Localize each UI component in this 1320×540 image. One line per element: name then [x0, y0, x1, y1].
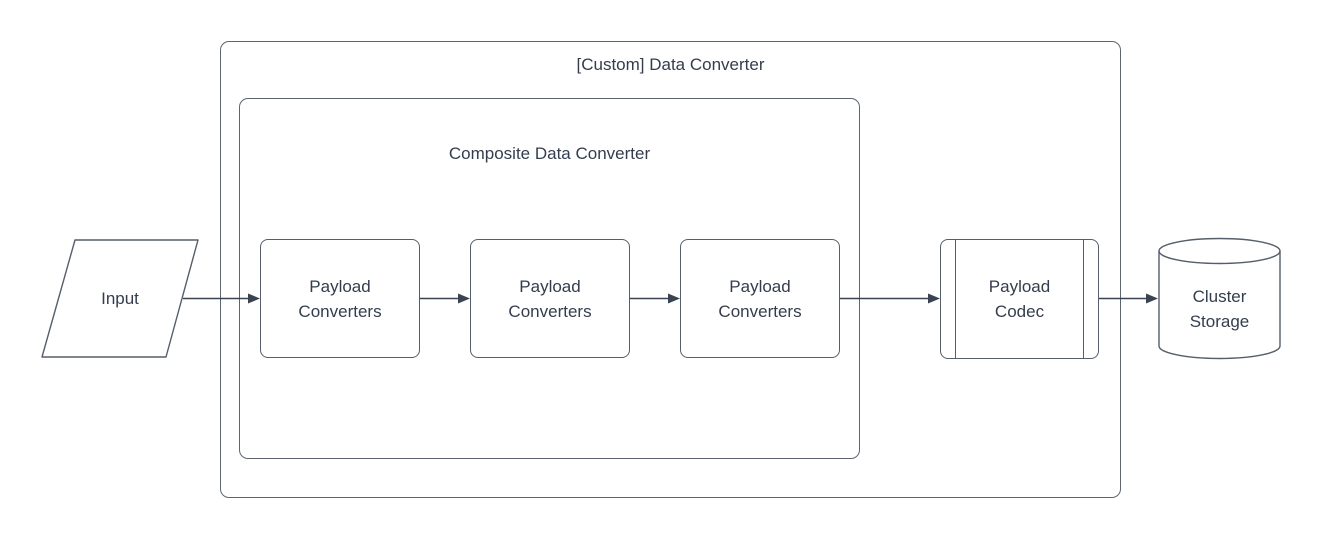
payload-converters-label: Payload Converters [718, 276, 802, 321]
arrow-converter-2-to-3 [630, 293, 680, 304]
payload-codec-node: Payload Codec [940, 239, 1099, 359]
custom-data-converter-container: [Custom] Data Converter [220, 41, 1121, 498]
cluster-storage-cylinder-body [1158, 237, 1281, 360]
arrowhead-icon [458, 293, 470, 304]
arrowhead-icon [248, 293, 260, 304]
input-node-label: Input [101, 289, 139, 308]
payload-converters-label: Payload Converters [298, 276, 382, 321]
arrow-converter-3-to-codec [840, 293, 940, 304]
payload-codec-label: Payload Codec [988, 277, 1051, 321]
cluster-storage-label: Cluster Storage [1189, 287, 1250, 331]
arrowhead-icon [668, 293, 680, 304]
cluster-storage-cylinder-rim [1158, 250, 1281, 265]
composite-data-converter-title: Composite Data Converter [448, 144, 651, 163]
payload-converters-label: Payload Converters [508, 276, 592, 321]
payload-converters-node-3: Payload Converters [680, 239, 840, 358]
arrow-converter-1-to-2 [420, 293, 470, 304]
payload-converters-node-2: Payload Converters [470, 239, 630, 358]
composite-data-converter-container: Composite Data Converter [239, 98, 860, 459]
arrowhead-icon [1146, 293, 1158, 304]
cluster-storage-node-label: Cluster Storage [1159, 264, 1280, 354]
codec-left-bar [955, 240, 956, 358]
custom-data-converter-title: [Custom] Data Converter [576, 55, 765, 74]
codec-right-bar [1083, 240, 1084, 358]
input-parallelogram-shape [41, 239, 199, 358]
arrow-input-to-converter-1 [183, 293, 260, 304]
payload-converters-node-1: Payload Converters [260, 239, 420, 358]
arrowhead-icon [928, 293, 940, 304]
arrow-codec-to-storage [1099, 293, 1158, 304]
